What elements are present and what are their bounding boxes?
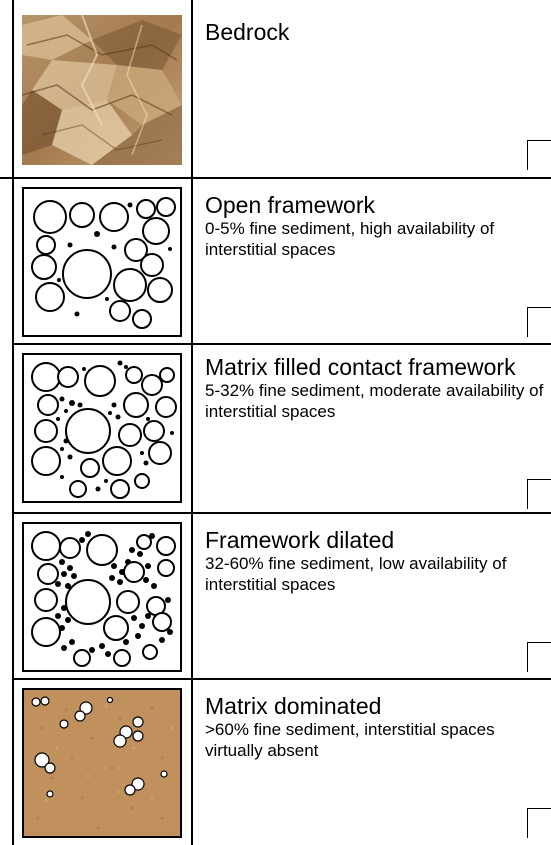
row-title: Bedrock: [205, 19, 290, 45]
table-row-open-framework: Open framework 0-5% fine sediment, high …: [0, 177, 551, 343]
corner-checkbox[interactable]: [527, 642, 551, 672]
table-left-border: [12, 0, 14, 845]
matrix-dominated-image: [22, 688, 182, 838]
row-text: Matrix filled contact framework 5-32% fi…: [205, 355, 551, 422]
open-framework-diagram: [22, 187, 182, 337]
row-text: Matrix dominated >60% fine sediment, int…: [205, 694, 551, 761]
corner-checkbox[interactable]: [527, 479, 551, 509]
matrix-dominated-texture: [22, 688, 182, 838]
row-divider: [0, 177, 551, 179]
bedrock-texture: [22, 15, 182, 165]
bedrock-image: [22, 15, 182, 165]
row-title: Matrix filled contact framework: [205, 354, 516, 380]
corner-checkbox[interactable]: [527, 307, 551, 337]
table-row-framework-dilated: Framework dilated 32-60% fine sediment, …: [0, 512, 551, 678]
framework-dilated-image: [22, 522, 182, 672]
row-description: 32-60% fine sediment, low availability o…: [205, 554, 507, 594]
matrix-filled-contact-framework-diagram: [22, 353, 182, 503]
row-text: Framework dilated 32-60% fine sediment, …: [205, 528, 551, 595]
corner-checkbox[interactable]: [527, 808, 551, 838]
table-row-bedrock: Bedrock: [0, 0, 551, 177]
matrix-filled-contact-framework-image: [22, 353, 182, 503]
row-divider: [12, 343, 551, 345]
row-title: Matrix dominated: [205, 693, 382, 719]
framework-dilated-diagram: [22, 522, 182, 672]
row-text: Open framework 0-5% fine sediment, high …: [205, 193, 551, 260]
table-column-divider: [191, 0, 193, 845]
row-description: >60% fine sediment, interstitial spaces …: [205, 720, 495, 760]
row-description: 0-5% fine sediment, high availability of…: [205, 219, 495, 259]
row-title: Framework dilated: [205, 527, 395, 553]
open-framework-image: [22, 187, 182, 337]
row-title: Open framework: [205, 192, 376, 218]
row-text: Bedrock: [205, 20, 551, 45]
table-row-matrix-filled-contact-framework: Matrix filled contact framework 5-32% fi…: [0, 343, 551, 512]
corner-checkbox[interactable]: [527, 140, 551, 170]
table-row-matrix-dominated: Matrix dominated >60% fine sediment, int…: [0, 678, 551, 845]
row-divider: [12, 512, 551, 514]
row-description: 5-32% fine sediment, moderate availabili…: [205, 381, 544, 421]
row-divider: [12, 678, 551, 680]
